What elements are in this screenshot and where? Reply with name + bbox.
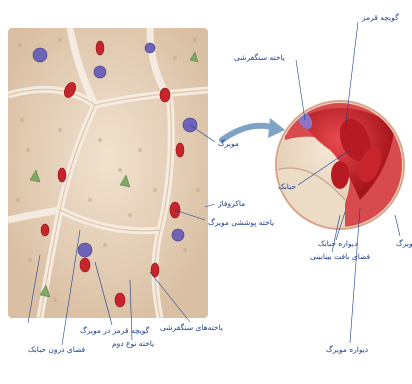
label-rbc: گویچه قرمز (361, 13, 399, 22)
label-alveolus: حبابک (278, 182, 296, 191)
magnified-alveolus-circle (276, 97, 406, 240)
label-type2-cell-b: یاخته نوع دوم (112, 339, 154, 348)
alveolar-tissue-block (8, 28, 208, 318)
label-capillary-wall: دیواره مویرگ (326, 344, 368, 354)
label-endothelium: یاخته پوششی مویرگ (208, 217, 274, 227)
label-inside-alveolus: فضای درون حبابک (28, 345, 86, 354)
label-alveolar-wall: دیواره حبابک (318, 239, 357, 248)
label-type1-cell: یاخته سنگفرشی (234, 53, 285, 62)
label-capillary-top: مویرگ (218, 138, 239, 148)
label-capillary-right: مویرگ (396, 238, 412, 248)
label-macrophage: ماکروفاژ (217, 199, 245, 208)
label-type2-cell: یاخته‌های سنگفرشی (160, 323, 223, 332)
label-rbc-in-capillary: گویچه قرمز در مویرگ (80, 325, 150, 335)
label-interstitial: فضای بافت‌ بینابینی (310, 252, 371, 261)
magnify-arrow (222, 126, 275, 140)
